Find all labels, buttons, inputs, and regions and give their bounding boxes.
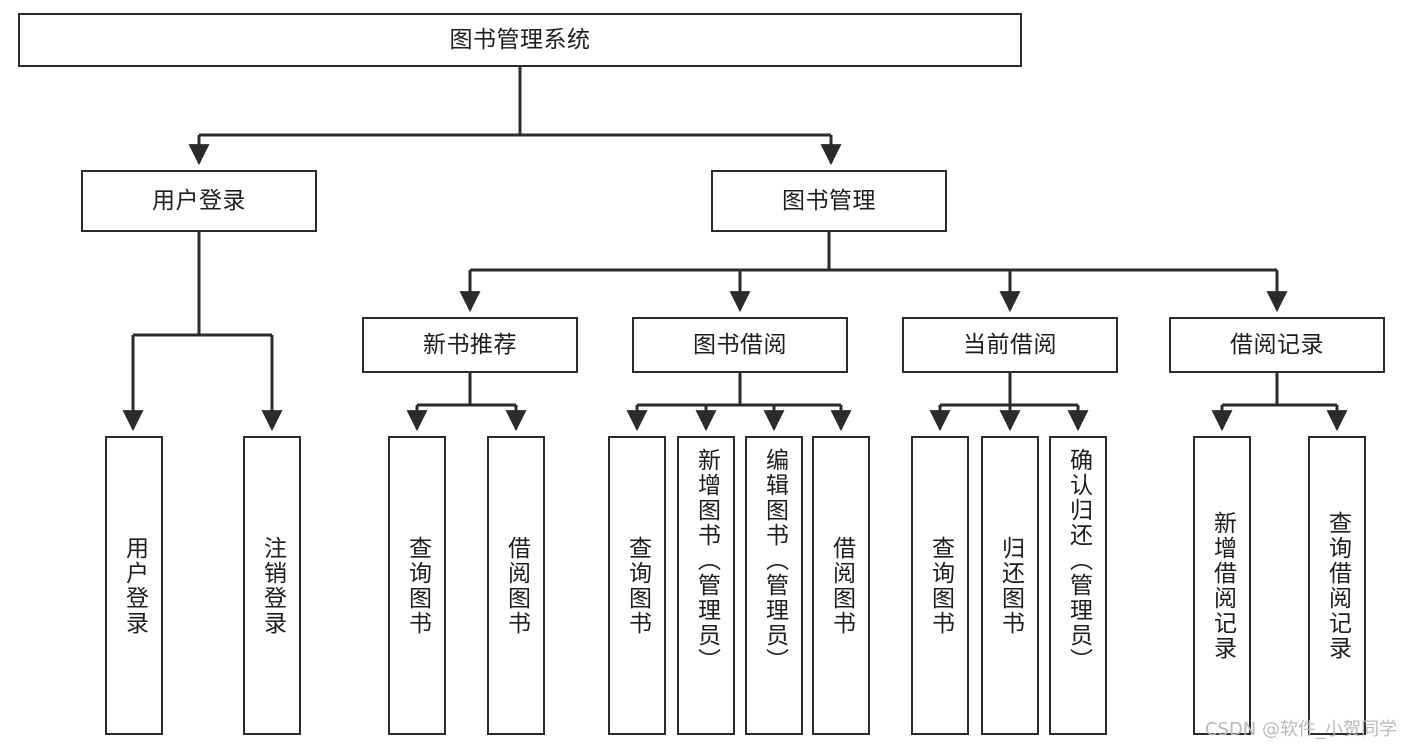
leaf-current-return[interactable]: 归还图书 — [981, 436, 1039, 735]
leaf-borrow-borrow-book[interactable]: 借阅图书 — [812, 436, 870, 735]
leaf-new-book-borrow-label: 借阅图书 — [503, 535, 530, 636]
leaf-user-login-signin[interactable]: 用户登录 — [105, 436, 163, 735]
leaf-borrow-query-label: 查询图书 — [624, 535, 651, 636]
leaf-records-add-label: 新增借阅记录 — [1209, 510, 1236, 661]
leaf-records-add[interactable]: 新增借阅记录 — [1193, 436, 1251, 735]
node-book-management-label: 图书管理 — [782, 187, 876, 214]
leaf-records-query[interactable]: 查询借阅记录 — [1308, 436, 1366, 735]
csdn-watermark: CSDN @软件_小贺同学 — [1204, 719, 1397, 740]
leaf-user-login-signin-label: 用户登录 — [121, 535, 148, 636]
leaf-borrow-edit-book-label: 编辑图书（管理员） — [761, 448, 788, 673]
leaf-records-query-label: 查询借阅记录 — [1324, 510, 1351, 661]
node-current-borrow-label: 当前借阅 — [963, 331, 1057, 358]
leaf-current-confirm-return[interactable]: 确认归还（管理员） — [1049, 436, 1107, 735]
node-root-label: 图书管理系统 — [449, 26, 591, 53]
node-user-login-label: 用户登录 — [152, 187, 246, 214]
leaf-borrow-add-book[interactable]: 新增图书（管理员） — [677, 436, 735, 735]
node-book-management[interactable]: 图书管理 — [711, 170, 947, 232]
node-new-book-recommend-label: 新书推荐 — [423, 331, 517, 358]
node-borrow-records[interactable]: 借阅记录 — [1169, 317, 1385, 373]
leaf-current-query-label: 查询图书 — [927, 535, 954, 636]
leaf-borrow-add-book-label: 新增图书（管理员） — [693, 448, 720, 673]
leaf-user-login-signout[interactable]: 注销登录 — [243, 436, 301, 735]
leaf-new-book-query-label: 查询图书 — [404, 535, 431, 636]
node-book-borrow[interactable]: 图书借阅 — [632, 317, 848, 373]
leaf-current-query[interactable]: 查询图书 — [911, 436, 969, 735]
node-new-book-recommend[interactable]: 新书推荐 — [362, 317, 578, 373]
node-user-login[interactable]: 用户登录 — [81, 170, 317, 232]
leaf-borrow-query[interactable]: 查询图书 — [608, 436, 666, 735]
leaf-current-confirm-return-label: 确认归还（管理员） — [1065, 448, 1092, 673]
leaf-current-return-label: 归还图书 — [997, 535, 1024, 636]
node-book-borrow-label: 图书借阅 — [693, 331, 787, 358]
leaf-borrow-borrow-book-label: 借阅图书 — [828, 535, 855, 636]
node-current-borrow[interactable]: 当前借阅 — [902, 317, 1118, 373]
leaf-new-book-query[interactable]: 查询图书 — [388, 436, 446, 735]
leaf-borrow-edit-book[interactable]: 编辑图书（管理员） — [745, 436, 803, 735]
leaf-user-login-signout-label: 注销登录 — [259, 535, 286, 636]
leaf-new-book-borrow[interactable]: 借阅图书 — [487, 436, 545, 735]
node-root[interactable]: 图书管理系统 — [18, 13, 1022, 67]
node-borrow-records-label: 借阅记录 — [1230, 331, 1324, 358]
